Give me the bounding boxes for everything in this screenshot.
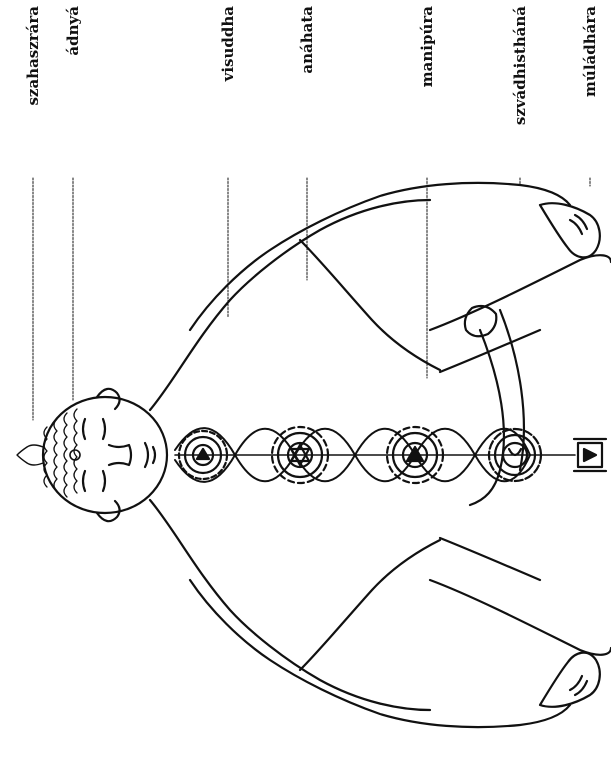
- torso-right-outline: [150, 200, 430, 410]
- chakra-label-szahaszrara: szahaszrára: [24, 6, 42, 106]
- chakra-label-visuddha: visuddha: [219, 6, 237, 81]
- crown-tuft: [17, 445, 43, 465]
- torso-left-outline: [150, 500, 430, 710]
- head: [17, 389, 167, 521]
- leader-lines: [33, 178, 590, 420]
- chakra-label-muladhara: múládhára: [581, 6, 599, 97]
- chakra-label-anahata: anáhata: [298, 6, 316, 74]
- chakra-label-szvadhisthana: szvádhistháná: [511, 6, 529, 125]
- chakra-label-adnya: ádnyá: [64, 6, 82, 56]
- root-lotus-icon: [574, 439, 606, 471]
- chakra-label-manipura: manipúra: [418, 6, 436, 87]
